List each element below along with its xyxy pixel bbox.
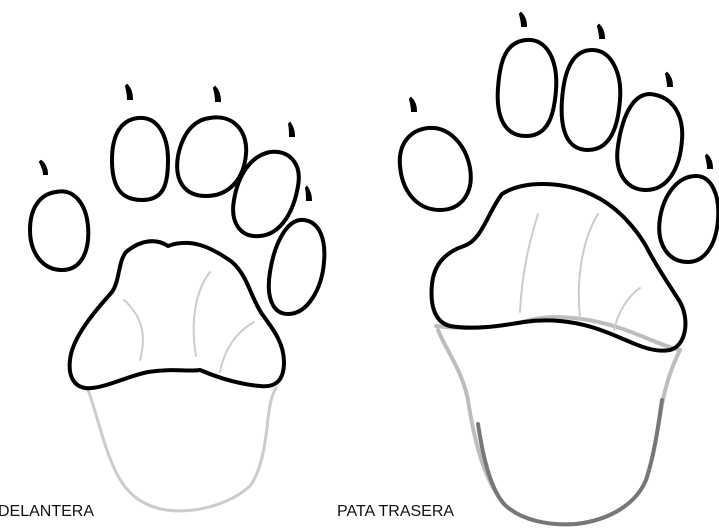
hind-paw-toe	[562, 50, 621, 150]
front-paw-toe	[269, 220, 325, 314]
hind-paw-claw	[520, 13, 526, 26]
hind-paw-claw	[598, 25, 604, 38]
hind-paw-claw	[706, 155, 712, 168]
front-paw-toe	[30, 191, 88, 270]
hind-paw-label: PATA TRASERA	[337, 504, 454, 520]
hind-paw-main-pad	[432, 184, 686, 351]
hind-paw-heel-lower	[478, 400, 662, 524]
front-paw-claw	[289, 123, 294, 136]
hind-paw-toe	[617, 94, 682, 190]
hind-paw-toe	[400, 128, 471, 210]
hind-paw-crease	[614, 288, 640, 330]
hind-paw-toe	[498, 40, 557, 136]
front-paw-crease	[194, 272, 210, 356]
hind-paw-crease	[520, 214, 538, 312]
front-paw-crease	[124, 300, 143, 360]
front-paw-toe	[112, 118, 168, 200]
front-paw	[30, 85, 324, 511]
front-paw-toe	[177, 117, 246, 196]
hind-paw-crease	[579, 214, 598, 318]
front-paw-label: DELANTERA	[0, 504, 94, 520]
hind-paw-claw	[666, 73, 672, 86]
front-paw-claw	[214, 87, 220, 101]
front-paw-claw	[126, 85, 132, 99]
front-paw-crease	[220, 322, 254, 372]
front-paw-claw	[40, 161, 47, 174]
front-paw-main-pad	[70, 241, 284, 388]
hind-paw	[400, 13, 719, 524]
front-paw-heel	[88, 388, 276, 511]
hind-paw-heel	[438, 330, 680, 524]
hind-paw-claw	[410, 98, 416, 111]
hind-paw-toe	[659, 176, 718, 262]
front-paw-claw	[306, 187, 311, 200]
